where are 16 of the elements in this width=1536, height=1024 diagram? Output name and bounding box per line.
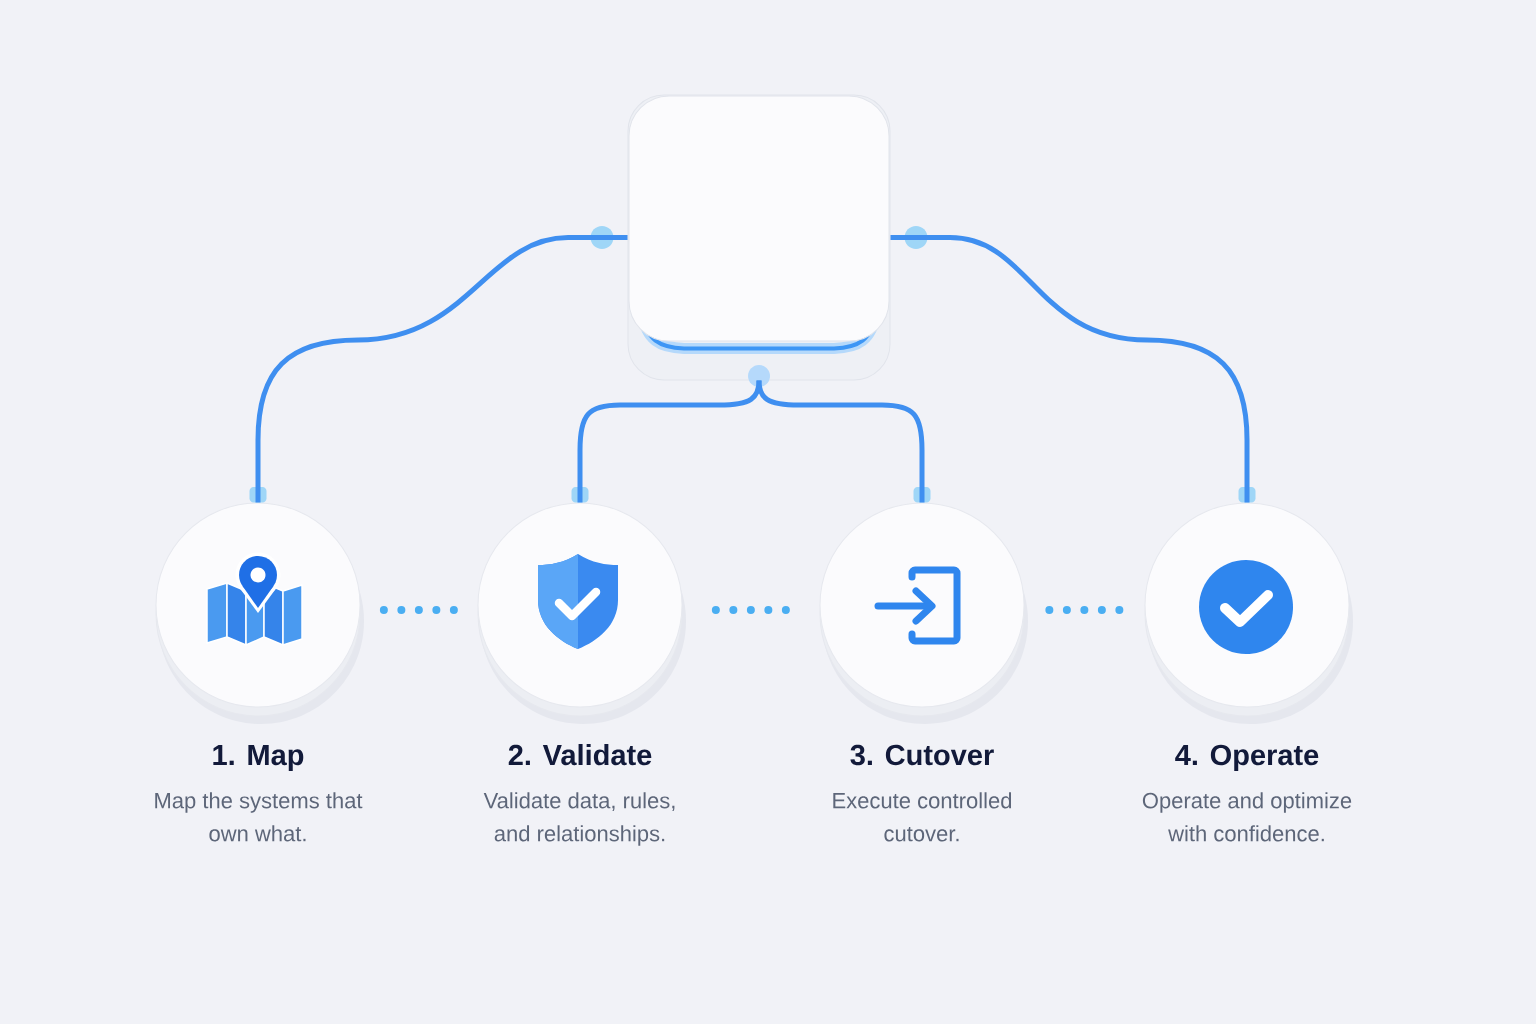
step-title: 3. Cutover (850, 744, 994, 766)
cable (756, 380, 925, 503)
step-description: Operate and optimize with confidence. (1142, 792, 1352, 842)
step-title: 2. Validate (508, 744, 652, 766)
platform-box (627, 94, 891, 381)
step-description: Validate data, rules, and relationships. (483, 792, 675, 846)
step-title: 4. Operate (1175, 744, 1319, 771)
dotted-line (711, 606, 791, 614)
step-description: Execute controlled cutover. (833, 792, 1012, 842)
dotted-line (1045, 606, 1124, 614)
step-title: 1. Map (213, 745, 304, 771)
dotted-line (379, 606, 459, 614)
step-description: Map the systems that own what. (155, 792, 363, 842)
cable (255, 235, 628, 503)
cable (577, 380, 762, 503)
cable (890, 235, 1250, 503)
